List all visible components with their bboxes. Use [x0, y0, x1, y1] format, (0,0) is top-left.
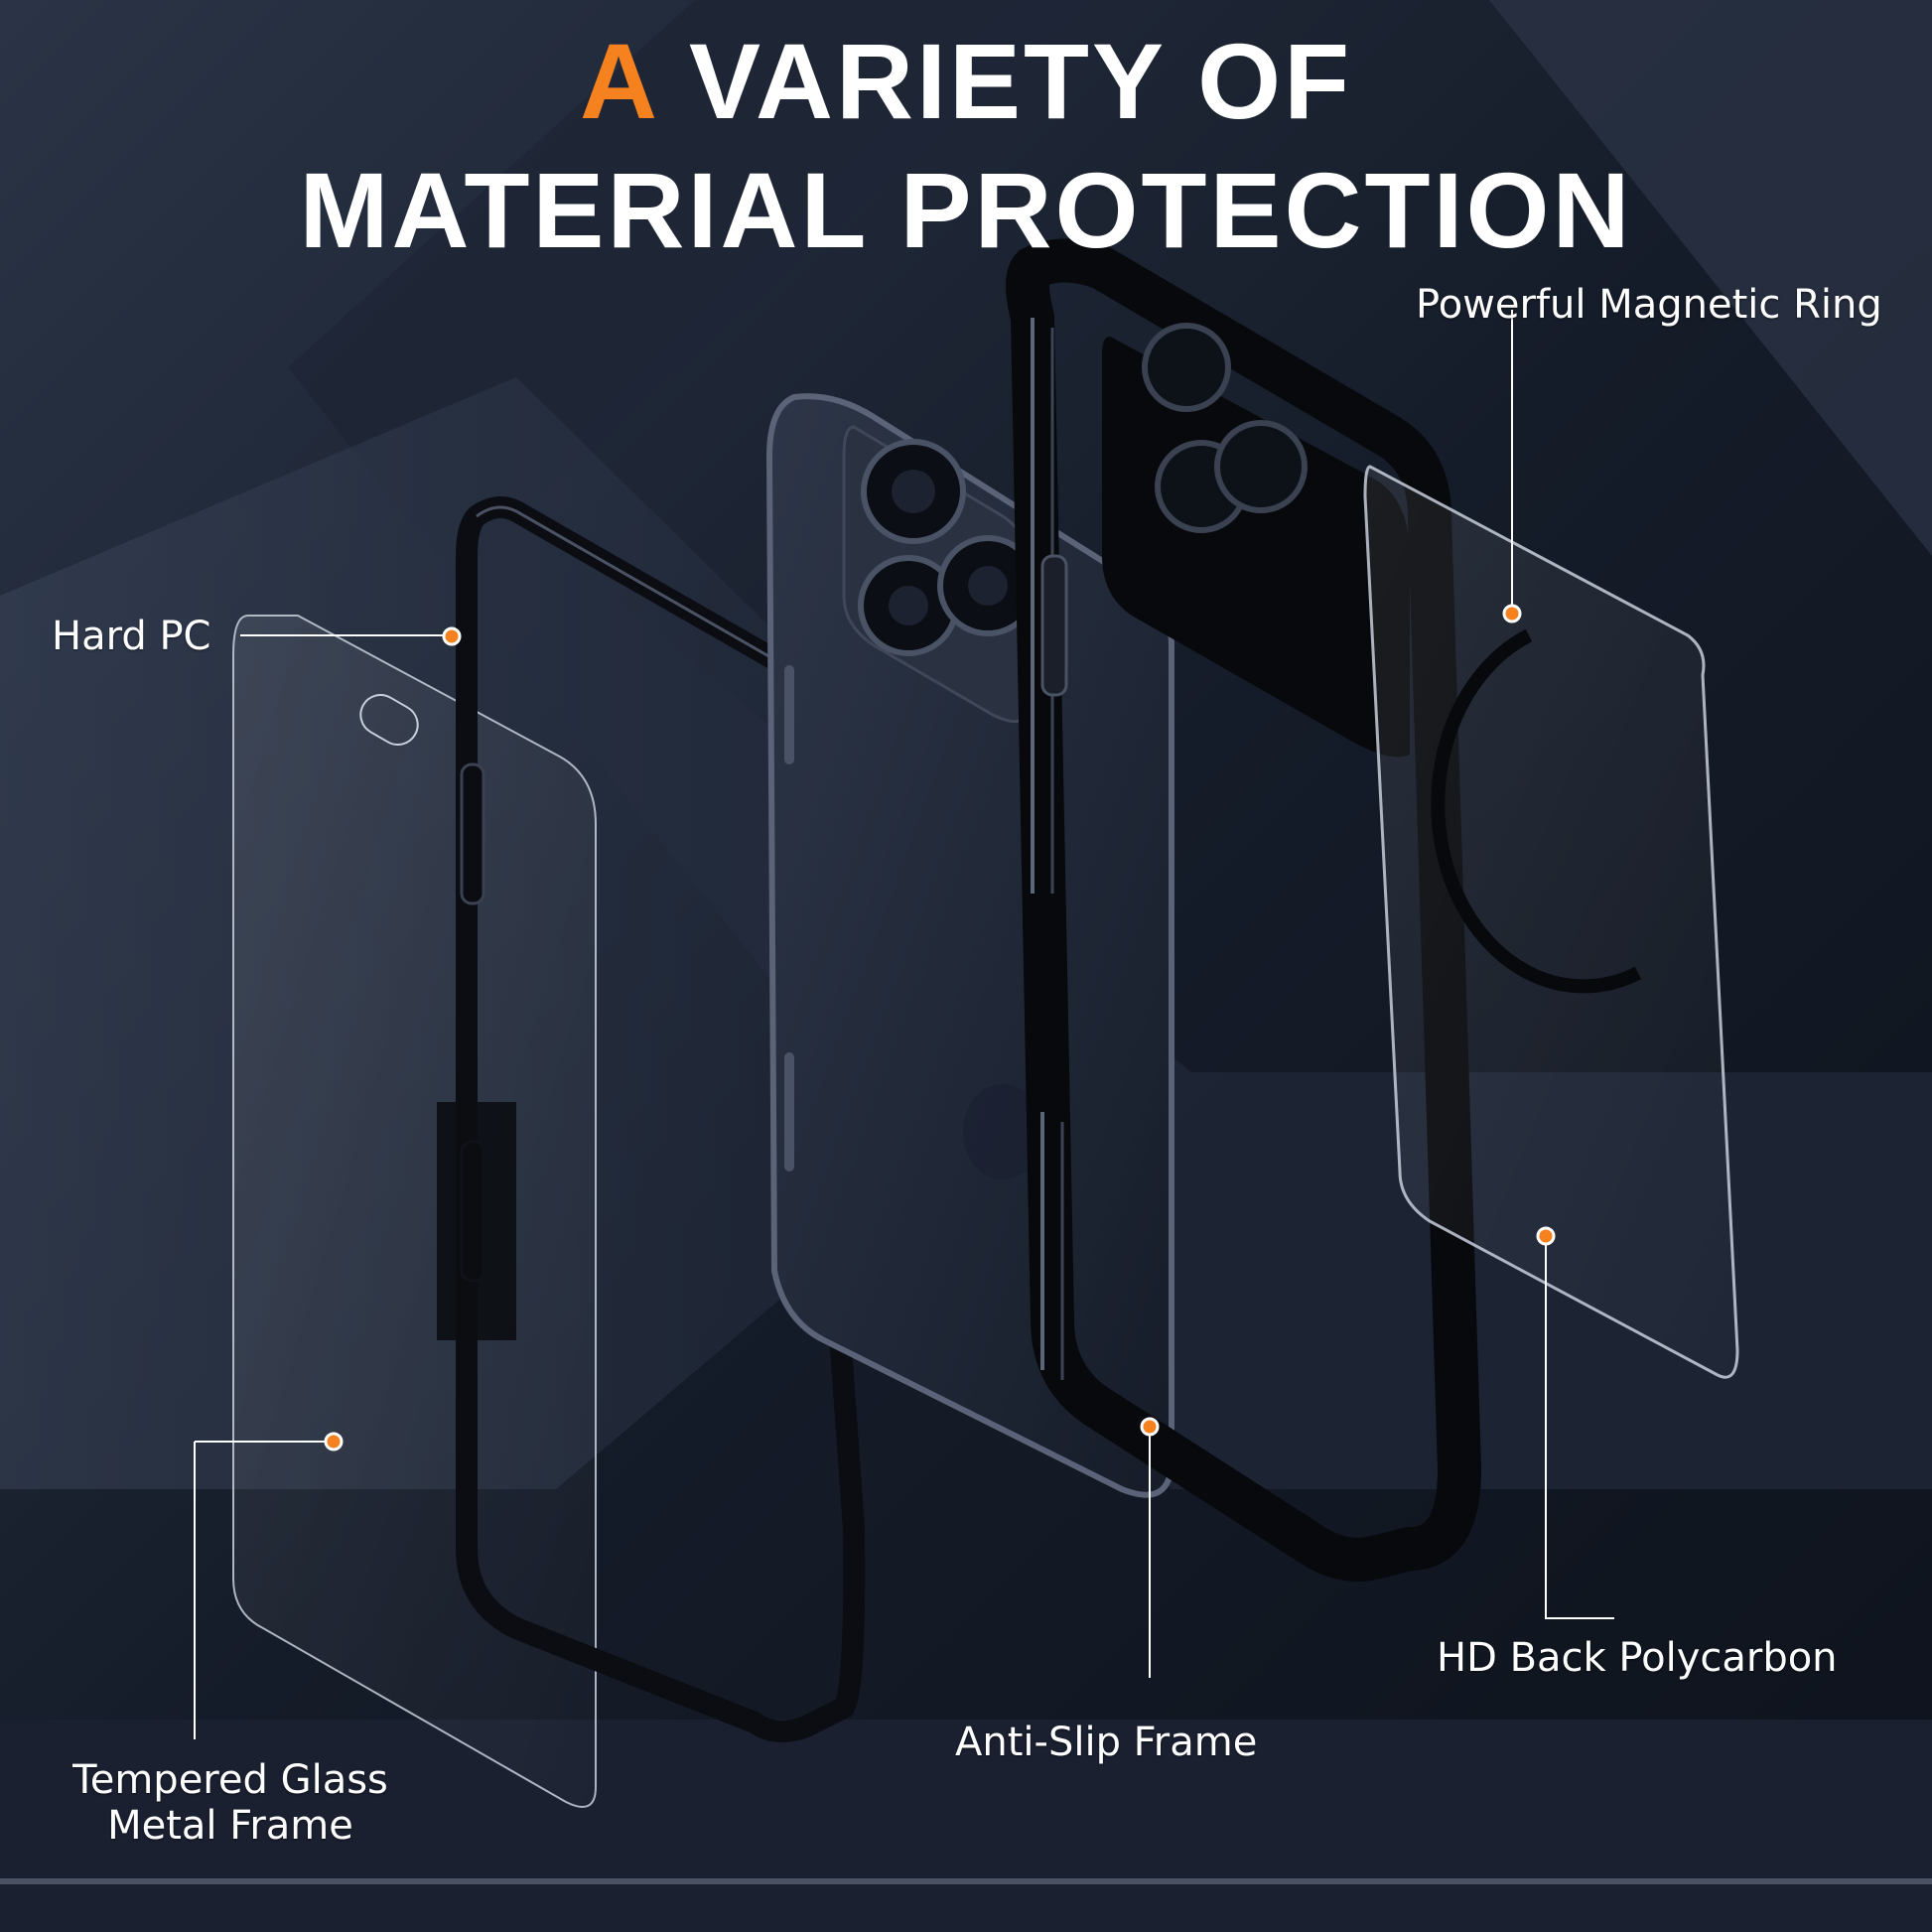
anti-slip-frame [1006, 238, 1482, 1582]
label-tempered-glass-line-1: Tempered Glass [72, 1757, 388, 1803]
headline-line-1: A VARIETY OF [0, 22, 1932, 141]
tempered-glass-protector [232, 615, 597, 1808]
label-tempered-glass: Tempered Glass Metal Frame [52, 1757, 409, 1849]
label-back-polycarbon: HD Back Polycarbon [1437, 1635, 1838, 1681]
label-hard-pc: Hard PC [52, 614, 211, 659]
apple-logo [963, 1084, 1042, 1179]
label-tempered-glass-line-2: Metal Frame [107, 1803, 353, 1849]
callout-lines [194, 310, 1614, 1739]
headline-line-1-text: VARIETY OF [688, 21, 1353, 141]
clear-back-polycarbon [1363, 465, 1739, 1379]
floor-highlight [0, 1878, 1932, 1884]
background-stripe [1489, 0, 1932, 556]
magnetic-ring [1431, 628, 1642, 994]
callout-dots [324, 604, 1556, 1451]
headline-line-2: MATERIAL PROTECTION [299, 150, 1633, 270]
floor-band [0, 1720, 1932, 1932]
label-magnetic-ring: Powerful Magnetic Ring [1416, 282, 1882, 328]
headline-accent: A [579, 21, 656, 141]
phone-camera-module [842, 425, 1038, 724]
label-anti-slip-frame: Anti-Slip Frame [955, 1720, 1258, 1765]
